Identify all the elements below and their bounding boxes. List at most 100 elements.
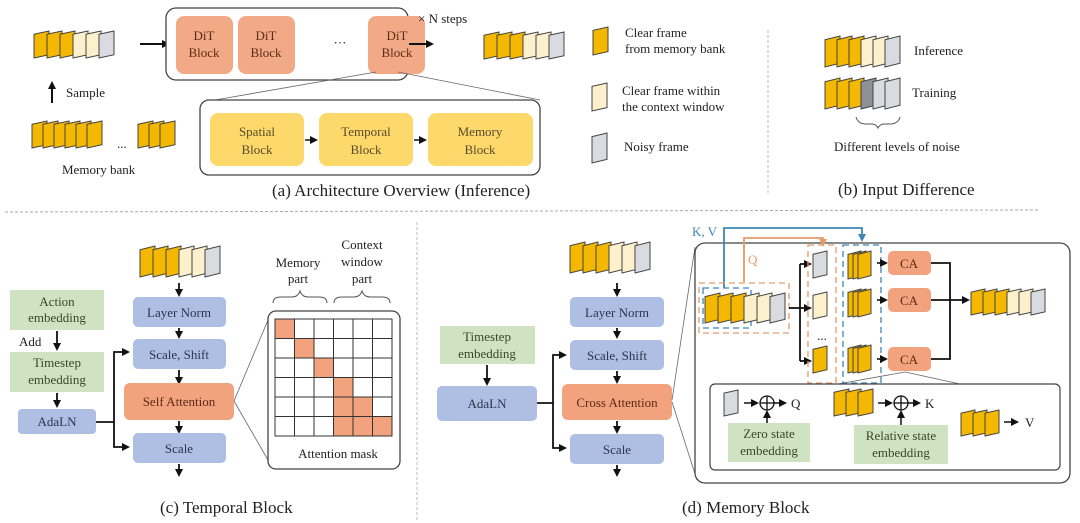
v-out-label: V [1025,415,1035,430]
arrow-adaln-scale-c [113,422,130,451]
legend-context-line1: Clear frame within [622,83,721,98]
ca-label: CA [900,256,919,271]
spatial-block: Spatial Block [210,113,304,166]
layer-norm-d: Layer Norm [570,297,664,327]
frame-icon [884,77,901,110]
plus-circle-q-icon [759,395,775,411]
embedding-frames [723,388,1000,437]
mask-cell-masked [313,416,334,437]
arrow-adaln-scaleshift-c [96,348,130,423]
svg-text:embedding: embedding [28,310,86,325]
dit-ellipsis: ··· [334,35,347,50]
svg-text:embedding: embedding [28,372,86,387]
mask-cell-masked [372,338,393,359]
mask-cell-attended [274,318,295,339]
temporal-block: Temporal Block [319,113,413,166]
mask-zoom-line-top [233,319,269,402]
mask-cell-masked [372,396,393,417]
mask-cell-attended [333,396,354,417]
n-steps-label: × N steps [418,11,467,26]
mask-cell-masked [333,338,354,359]
ca-blocks: CA CA CA [877,251,931,371]
timestep-embedding-d: Timestep embedding [440,326,535,364]
svg-text:Self Attention: Self Attention [143,394,216,409]
svg-text:AdaLN: AdaLN [468,396,508,411]
memory-bank-frames [31,120,176,149]
mask-cell-masked [274,377,295,398]
query-dashed-column [807,244,837,384]
temporal-input-frames [139,245,221,278]
memory-part-line2: part [288,271,309,286]
frame-icon [1030,288,1046,316]
mask-cell-masked [294,377,315,398]
legend-noisy-frame-icon [591,132,608,164]
svg-text:Scale, Shift: Scale, Shift [149,347,209,362]
self-attention-block: Self Attention [124,383,234,420]
svg-text:Block: Block [188,45,220,60]
scale-c: Scale [133,433,226,463]
svg-text:Action: Action [39,294,75,309]
action-embedding: Action embedding [10,290,104,330]
inference-frames [824,35,901,68]
legend-noisy-label: Noisy frame [624,139,689,154]
query-memory-frame-icon [812,345,828,374]
mask-cell-masked [372,357,393,378]
memory-bank-label: Memory bank [62,162,136,177]
ca1-merge [931,262,951,303]
svg-text:Zero state: Zero state [743,426,795,441]
frame-icon [769,292,786,324]
ca-label: CA [900,352,919,367]
query-noisy-frame-icon [812,250,828,279]
svg-text:DiT: DiT [387,28,408,43]
svg-text:Scale: Scale [165,441,193,456]
context-part-line1: Context [341,237,383,252]
mask-cell-masked [294,318,315,339]
scale-shift-d: Scale, Shift [570,340,664,370]
q-out-label: Q [791,396,801,411]
detail-input-frames [704,292,786,324]
q-line [743,237,827,282]
caption-c: (c) Temporal Block [160,498,293,517]
caption-d: (d) Memory Block [682,498,810,517]
mask-cell-masked [313,338,334,359]
mask-cell-masked [274,338,295,359]
zoom-line-right [397,71,541,101]
legend-context-line2: the context window [622,99,725,114]
context-part-line2: window [341,254,384,269]
mask-cell-masked [313,318,334,339]
frame-icon [857,388,874,417]
caption-a: (a) Architecture Overview (Inference) [272,181,530,200]
ca-label: CA [900,293,919,308]
mask-cell-masked [352,377,373,398]
arrow-adaln-scaleshift-d [537,351,567,404]
frame-icon [204,245,221,278]
frame-icon [159,120,176,149]
frame-icon [98,30,115,59]
mask-cell-masked [352,338,373,359]
mask-cell-masked [274,396,295,417]
frame-icon [884,35,901,68]
svg-text:DiT: DiT [256,28,277,43]
kv-label: K, V [692,224,718,239]
mask-cell-attended [333,377,354,398]
mask-cell-masked [294,396,315,417]
context-part-brace [333,289,391,304]
svg-text:Block: Block [381,45,413,60]
svg-text:Temporal: Temporal [341,124,391,139]
kv-dashed-column [842,244,882,384]
kv-dashed-box [702,287,752,329]
svg-text:Layer Norm: Layer Norm [147,305,211,320]
legend-memory-line1: Clear frame [625,25,687,40]
zero-state-frame-icon [723,389,739,417]
layer-norm-c: Layer Norm [133,297,226,327]
noise-label: Different levels of noise [834,139,960,154]
mask-cell-masked [333,318,354,339]
detail-output-frames [970,288,1046,316]
training-label: Training [912,85,957,100]
svg-text:Cross Attention: Cross Attention [576,395,658,410]
frame-icon [634,241,651,274]
caption-b: (b) Input Difference [838,180,975,199]
kv-line [723,227,866,288]
mask-cell-masked [352,357,373,378]
